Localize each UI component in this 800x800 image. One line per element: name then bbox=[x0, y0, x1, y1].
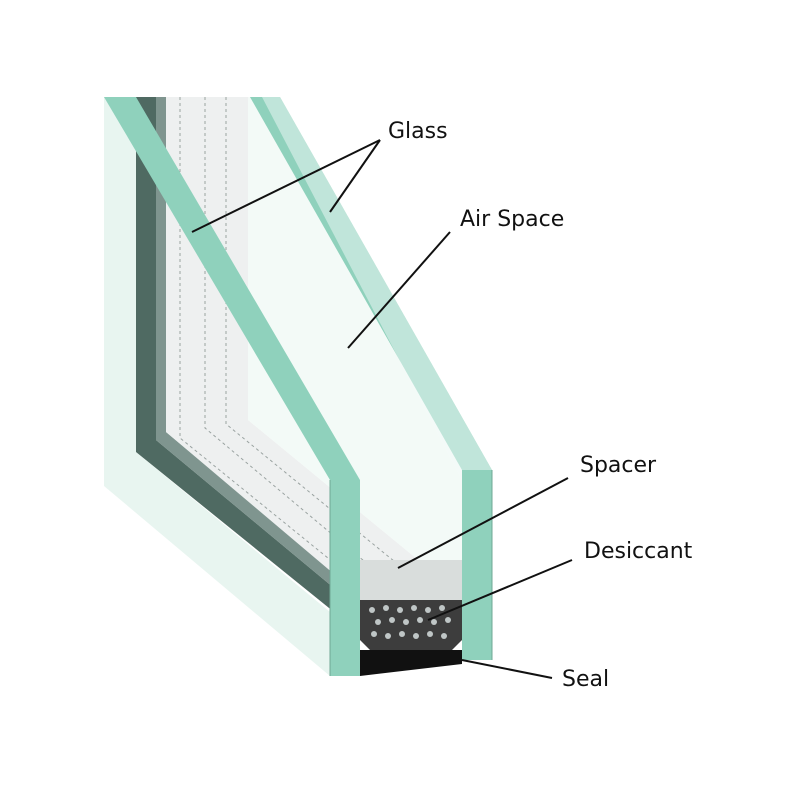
spacer-channel bbox=[360, 560, 462, 600]
outer-glass-cut-end bbox=[330, 480, 360, 676]
glass-leader-line-1 bbox=[191, 139, 381, 233]
desiccant-box bbox=[360, 600, 462, 650]
seal-leader-line bbox=[461, 659, 553, 679]
spacer-dash-line-2 bbox=[204, 97, 371, 567]
glass-leader-line-2 bbox=[329, 139, 381, 213]
air-space-leader-line bbox=[347, 231, 451, 349]
glass-label: Glass bbox=[388, 119, 448, 144]
air-space-region bbox=[248, 97, 462, 596]
seal-label: Seal bbox=[562, 667, 609, 692]
spacer-inner-face bbox=[166, 97, 462, 596]
desiccant-label: Desiccant bbox=[584, 539, 693, 564]
spacer-leader-line bbox=[397, 477, 569, 569]
spacer-label: Spacer bbox=[580, 453, 657, 478]
leader-lines bbox=[191, 139, 573, 679]
window-cross-section bbox=[104, 97, 493, 676]
air-space-label: Air Space bbox=[460, 207, 564, 232]
outer-glass-edge-strip bbox=[104, 97, 360, 480]
inner-glass-cut-end bbox=[462, 470, 492, 660]
outer-glass-pane-face bbox=[104, 97, 330, 676]
seal bbox=[360, 650, 462, 676]
frame-dark-band bbox=[136, 97, 334, 612]
frame-mid-band bbox=[156, 97, 334, 588]
desiccant-granules bbox=[369, 605, 451, 639]
desiccant-leader-line bbox=[427, 559, 573, 621]
